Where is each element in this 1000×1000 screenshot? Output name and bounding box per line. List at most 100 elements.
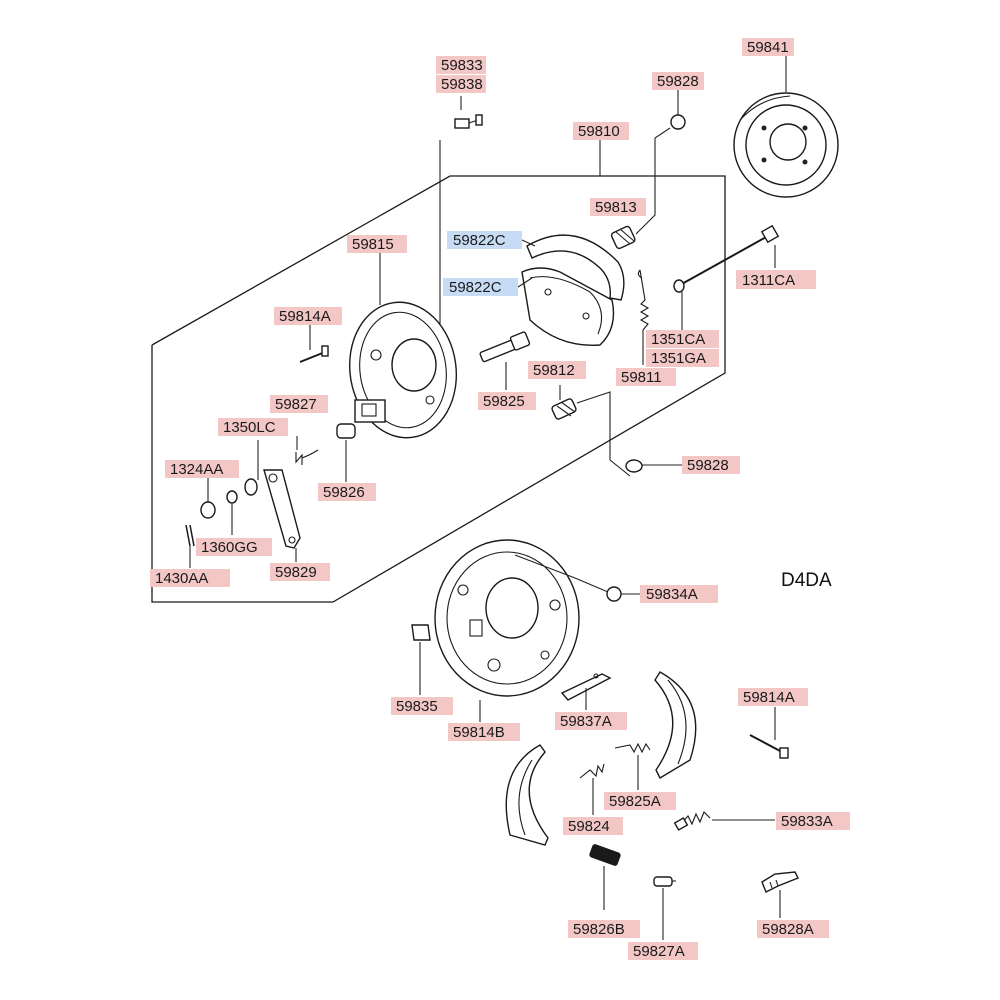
svg-text:59841: 59841 [747,39,789,56]
svg-text:59825A: 59825A [609,793,661,810]
label-59810: 59810 [573,122,629,140]
backing-plate-lower [434,539,580,697]
brake-shoes [521,234,625,346]
backing-plate [348,301,458,439]
label-59833-59838: 59833 59838 [436,56,486,93]
label-59813: 59813 [590,198,646,216]
svg-text:1311CA: 1311CA [742,272,795,289]
adjuster-assembly [673,811,711,831]
svg-text:59827: 59827 [275,396,317,413]
label-59826: 59826 [318,483,376,501]
svg-text:1324AA: 1324AA [170,461,223,478]
label-1311ca: 1311CA [736,270,816,289]
adjuster-screw [610,225,636,250]
adjuster-spring [551,398,577,420]
label-59827: 59827 [270,395,328,413]
lever-washer [244,478,258,496]
backing-plate-bolt [606,586,622,602]
washer-small [226,490,238,504]
svg-text:59813: 59813 [595,199,637,216]
return-spring [637,269,650,331]
svg-text:59822C: 59822C [453,232,506,249]
svg-text:59828: 59828 [687,457,729,474]
plate-clip [411,624,431,641]
adjuster-nut-top [670,114,686,130]
label-59828-mid: 59828 [682,456,740,474]
label-59837a: 59837A [555,712,627,730]
svg-text:1351CA: 1351CA [651,331,705,348]
svg-text:59833A: 59833A [781,813,833,830]
svg-text:59833: 59833 [441,57,483,74]
label-59827a: 59827A [628,942,698,960]
svg-text:59814B: 59814B [453,724,505,741]
label-59811: 59811 [616,368,676,386]
assembly-outline [151,140,726,603]
label-1324aa: 1324AA [165,460,239,478]
long-bolt [673,224,780,293]
lock-nut [200,501,216,519]
svg-text:1430AA: 1430AA [155,570,208,587]
svg-text:59838: 59838 [441,76,483,93]
svg-text:59815: 59815 [352,236,394,253]
shoe-hold-pin-upper [299,345,329,363]
label-59822c-1: 59822C [447,231,522,249]
parking-lever [263,469,301,549]
svg-text:59825: 59825 [483,393,525,410]
svg-text:59822C: 59822C [449,279,502,296]
svg-text:59810: 59810 [578,123,620,140]
shoe-spring-lower [579,763,605,779]
label-59828-top: 59828 [652,72,704,90]
label-1351ca-1351ga: 1351CA 1351GA [646,330,719,367]
label-59814a-lower: 59814A [738,688,808,706]
lever-spring [295,449,319,465]
cotter-pin [185,524,195,547]
label-59835: 59835 [391,697,453,715]
svg-text:1360GG: 1360GG [201,539,258,556]
label-59825a: 59825A [604,792,676,810]
svg-text:59824: 59824 [568,818,610,835]
svg-text:1351GA: 1351GA [651,350,706,367]
label-model-code: D4DA [781,570,832,591]
label-1430aa: 1430AA [150,569,230,587]
svg-text:59835: 59835 [396,698,438,715]
wheel-bolt [454,114,483,129]
pin-lower [653,876,676,887]
label-59815: 59815 [347,235,407,253]
shoe-spring-upper [614,742,651,754]
label-59828a: 59828A [757,920,829,938]
wheel-cylinder [479,331,531,363]
adjuster-nut-lower [761,871,799,893]
label-1360gg: 1360GG [196,538,272,556]
svg-text:59814A: 59814A [279,308,331,325]
svg-text:59834A: 59834A [646,586,698,603]
label-59814a-upper: 59814A [274,307,342,325]
label-59814b: 59814B [448,723,520,741]
strut [560,673,612,701]
svg-text:59811: 59811 [621,369,662,386]
lever-bushing [336,423,356,439]
svg-text:59827A: 59827A [633,943,685,960]
brake-shoe-lower-left [505,744,549,846]
label-1350lc: 1350LC [218,418,288,436]
shoe-hold-pin-lower [749,734,789,759]
svg-text:59826: 59826 [323,484,365,501]
label-59826b: 59826B [568,920,640,938]
svg-text:59826B: 59826B [573,921,625,938]
adjuster-nut-mid [625,459,643,473]
label-59829: 59829 [270,563,330,581]
svg-text:59828A: 59828A [762,921,814,938]
svg-text:59837A: 59837A [560,713,612,730]
label-59833a: 59833A [776,812,850,830]
label-59822c-2: 59822C [443,278,518,296]
label-59841: 59841 [742,38,794,56]
adjuster-spring-lower [589,844,621,866]
label-59825: 59825 [478,392,536,410]
svg-text:59812: 59812 [533,362,575,379]
label-59812: 59812 [528,361,586,379]
label-59824: 59824 [563,817,623,835]
svg-text:1350LC: 1350LC [223,419,276,436]
label-59834a: 59834A [640,585,718,603]
svg-text:59828: 59828 [657,73,699,90]
brake-drum [733,92,839,198]
